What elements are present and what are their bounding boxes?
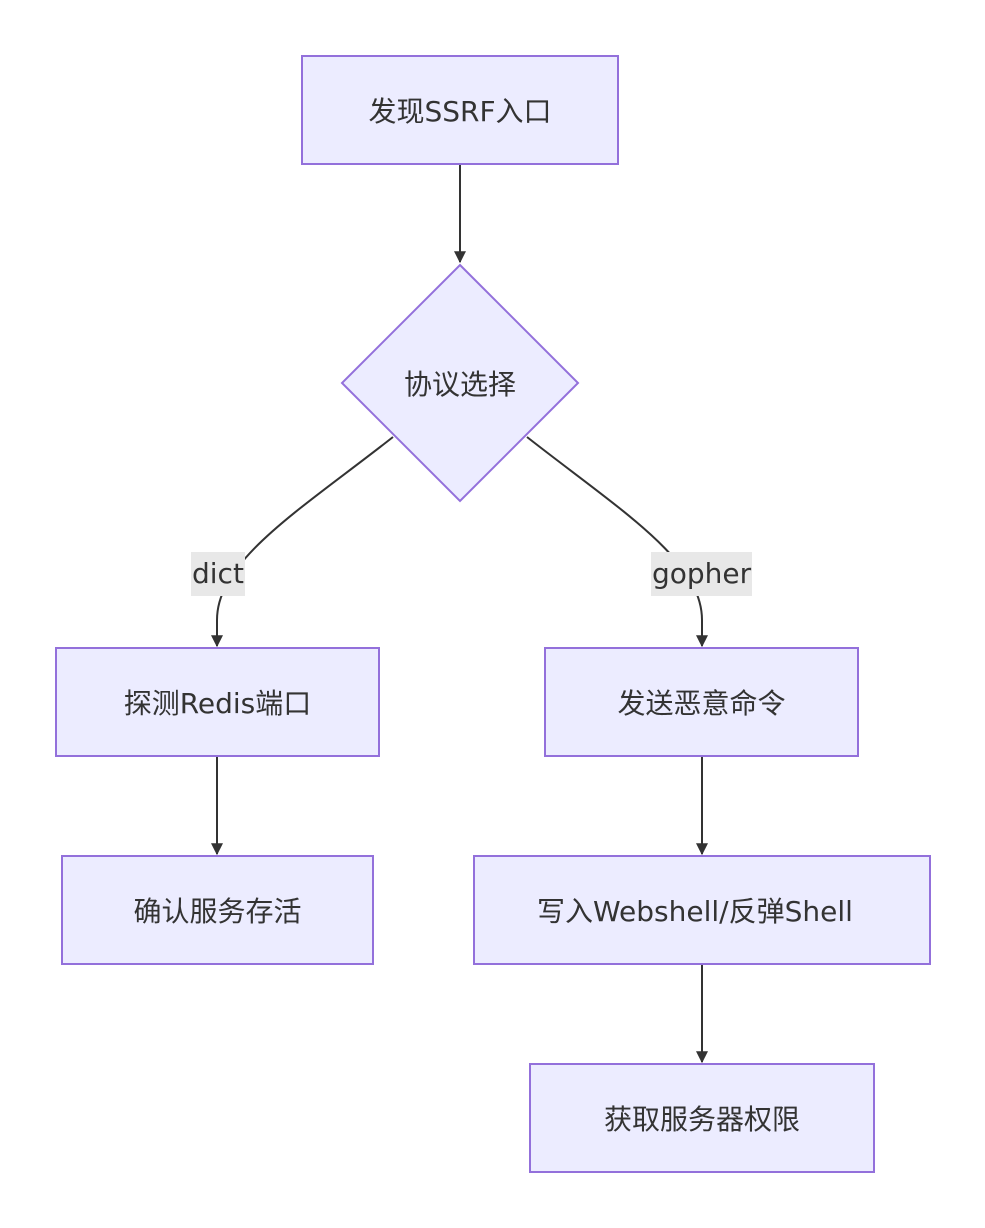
- edge-label-gopher: gopher: [651, 552, 753, 596]
- node-get-access-label: 获取服务器权限: [603, 1103, 800, 1136]
- decision-label: 协议选择: [360, 358, 560, 408]
- edge-decision-to-send: [526, 436, 708, 648]
- decision-diamond: [340, 263, 580, 503]
- node-send-payload-label: 发送恶意命令: [617, 687, 786, 720]
- node-write-shell-label: 写入Webshell/反弹Shell: [537, 895, 853, 928]
- node-probe-redis-label: 探测Redis端口: [123, 687, 312, 720]
- node-send-payload: 发送恶意命令: [544, 647, 859, 757]
- node-start-label: 发现SSRF入口: [368, 95, 552, 128]
- node-confirm-service-label: 确认服务存活: [133, 895, 302, 928]
- node-confirm-service: 确认服务存活: [61, 855, 374, 965]
- decision-label-text: 协议选择: [403, 368, 516, 401]
- node-start: 发现SSRF入口: [301, 55, 619, 165]
- edge-label-dict: dict: [191, 552, 245, 596]
- edge-decision-to-probe: [211, 436, 394, 648]
- node-get-access: 获取服务器权限: [529, 1063, 875, 1173]
- node-probe-redis: 探测Redis端口: [55, 647, 380, 757]
- node-write-shell: 写入Webshell/反弹Shell: [473, 855, 931, 965]
